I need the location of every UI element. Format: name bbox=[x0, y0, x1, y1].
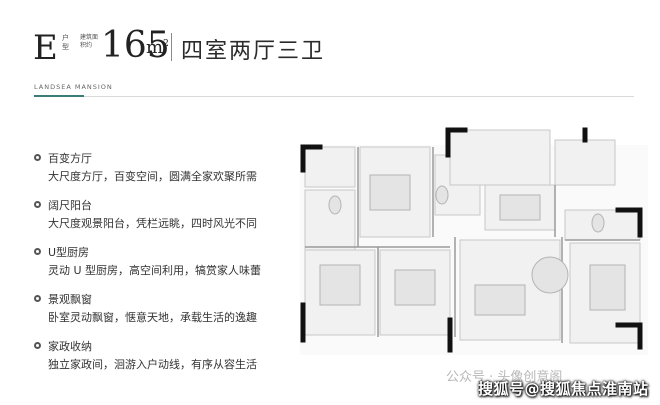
header-rule bbox=[34, 96, 634, 97]
watermark-text: 公众号 · 头像创意阁 bbox=[446, 370, 563, 385]
feature-title: 百变方厅 bbox=[48, 152, 92, 165]
layout-title: 四室两厅三卫 bbox=[181, 39, 326, 64]
furniture bbox=[319, 174, 626, 316]
bullet-icon bbox=[34, 154, 41, 161]
feature-title: U型厨房 bbox=[48, 246, 90, 259]
feature-title: 景观飘窗 bbox=[48, 293, 92, 306]
unit-type-label: 户型 bbox=[62, 34, 69, 51]
feature-desc: 卧室灵动飘窗，惬意天地，承载生活的逸趣 bbox=[48, 311, 257, 324]
floor-plan bbox=[300, 125, 648, 355]
feature-item: 阔尺阳台 大尺度观景阳台，凭栏远眺，四时风光不同 bbox=[34, 197, 274, 244]
brand-text: LANDSEA MANSION bbox=[34, 83, 113, 91]
walls bbox=[300, 127, 643, 353]
bullet-icon bbox=[34, 248, 41, 255]
source-caption: 搜狐号@搜狐焦点淮南站 bbox=[478, 380, 649, 398]
floor-plan-drawing bbox=[300, 127, 648, 355]
area-unit: m2 bbox=[146, 37, 169, 58]
feature-list: 百变方厅 大尺度方厅，百变空间，圆满全家欢聚所需 阔尺阳台 大尺度观景阳台，凭栏… bbox=[34, 150, 274, 385]
header: E 户型 建筑面积约 165 m2 四室两厅三卫 LANDSEA MANSION bbox=[0, 0, 660, 110]
area-number: 165 bbox=[101, 25, 170, 66]
feature-item: 百变方厅 大尺度方厅，百变空间，圆满全家欢聚所需 bbox=[34, 150, 274, 197]
feature-desc: 灵动 U 型厨房，高空间利用，犒赏家人味蕾 bbox=[48, 264, 262, 277]
unit-type-letter: E bbox=[33, 28, 59, 68]
feature-item: 景观飘窗 卧室灵动飘窗，惬意天地，承载生活的逸趣 bbox=[34, 291, 274, 338]
bullet-icon bbox=[34, 295, 41, 302]
feature-desc: 独立家政间，洄游入户动线，有序从容生活 bbox=[48, 358, 257, 371]
feature-title: 阔尺阳台 bbox=[48, 199, 92, 212]
feature-item: 家政收纳 独立家政间，洄游入户动线，有序从容生活 bbox=[34, 338, 274, 385]
header-rule-accent bbox=[34, 95, 84, 97]
feature-desc: 大尺度方厅，百变空间，圆满全家欢聚所需 bbox=[48, 170, 257, 183]
feature-item: U型厨房 灵动 U 型厨房，高空间利用，犒赏家人味蕾 bbox=[34, 244, 274, 291]
inner-walls bbox=[305, 147, 640, 343]
header-divider bbox=[171, 33, 172, 61]
feature-desc: 大尺度观景阳台，凭栏远眺，四时风光不同 bbox=[48, 217, 257, 230]
bullet-icon bbox=[34, 201, 41, 208]
area-label: 建筑面积约 bbox=[80, 34, 99, 49]
feature-title: 家政收纳 bbox=[48, 340, 92, 353]
bullet-icon bbox=[34, 342, 41, 349]
